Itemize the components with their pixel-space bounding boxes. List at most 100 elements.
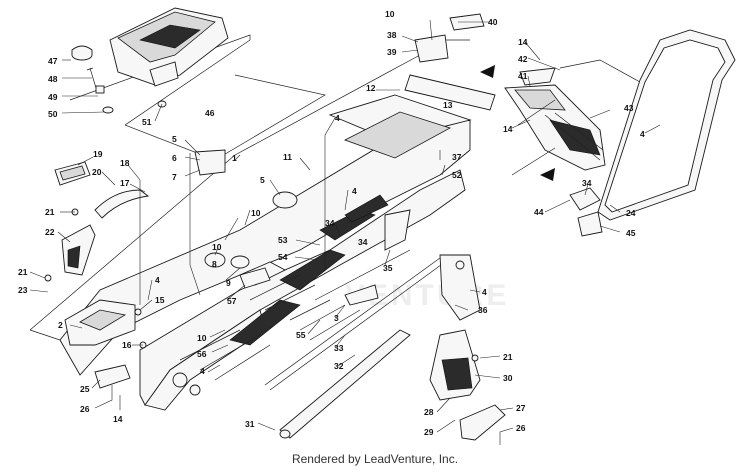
rod-part-32[interactable] (264, 257, 441, 386)
callout-51[interactable]: 51 (142, 117, 152, 127)
callout-43[interactable]: 43 (624, 103, 634, 113)
callout-41[interactable]: 41 (518, 71, 528, 81)
footrest-part-19[interactable] (54, 161, 91, 186)
callout-11[interactable]: 11 (283, 152, 292, 162)
callout-13[interactable]: 13 (443, 100, 453, 110)
callout-55[interactable]: 55 (296, 330, 306, 340)
callout-5[interactable]: 5 (260, 175, 265, 185)
callout-30[interactable]: 30 (503, 373, 513, 383)
callout-7[interactable]: 7 (172, 172, 177, 182)
rivet-part-15[interactable] (134, 308, 142, 316)
callout-44[interactable]: 44 (534, 207, 544, 217)
rivet-part-21c[interactable] (471, 354, 479, 362)
callout-26[interactable]: 26 (516, 423, 526, 433)
callout-27[interactable]: 27 (516, 403, 526, 413)
callout-40[interactable]: 40 (488, 17, 498, 27)
callout-52[interactable]: 52 (452, 170, 462, 180)
bracket-part-22[interactable] (61, 224, 96, 276)
callout-36[interactable]: 36 (478, 305, 488, 315)
callout-26[interactable]: 26 (80, 404, 90, 414)
callout-1[interactable]: 1 (232, 153, 237, 163)
callout-46[interactable]: 46 (205, 108, 215, 118)
callout-28[interactable]: 28 (424, 407, 434, 417)
nut-part-49[interactable] (95, 85, 105, 94)
bolt-part-14[interactable] (517, 99, 556, 126)
plate-part-34[interactable] (569, 187, 601, 211)
callout-15[interactable]: 15 (155, 295, 165, 305)
washer-part-50[interactable] (102, 106, 114, 114)
rail-part-31[interactable] (279, 329, 411, 439)
callout-34[interactable]: 34 (582, 178, 592, 188)
plate-part-8[interactable] (204, 252, 226, 268)
callout-37[interactable]: 37 (452, 152, 462, 162)
plate-part-45[interactable] (577, 211, 603, 237)
callout-34[interactable]: 34 (325, 218, 335, 228)
brace-part-13[interactable] (404, 74, 496, 111)
callout-38[interactable]: 38 (387, 30, 397, 40)
callout-50[interactable]: 50 (48, 109, 58, 119)
callout-10[interactable]: 10 (251, 208, 261, 218)
bracket-part-6[interactable] (194, 149, 226, 176)
plate-part-9[interactable] (230, 255, 250, 269)
callout-57[interactable]: 57 (227, 296, 237, 306)
callout-33[interactable]: 33 (334, 343, 344, 353)
callout-4[interactable]: 4 (335, 113, 340, 123)
runningboard-part-28[interactable] (429, 329, 481, 401)
callout-4[interactable]: 4 (640, 129, 645, 139)
callout-49[interactable]: 49 (48, 92, 58, 102)
callout-16[interactable]: 16 (122, 340, 132, 350)
callout-31[interactable]: 31 (245, 419, 255, 429)
callout-53[interactable]: 53 (278, 235, 288, 245)
trim-part-35[interactable] (384, 209, 411, 251)
callout-18[interactable]: 18 (120, 158, 130, 168)
callout-14[interactable]: 14 (113, 414, 123, 424)
callout-47[interactable]: 47 (48, 56, 58, 66)
bracket-part-27[interactable] (459, 404, 506, 441)
bolt-part-48[interactable] (86, 67, 97, 89)
callout-25[interactable]: 25 (80, 384, 90, 394)
callout-48[interactable]: 48 (48, 74, 58, 84)
tube-part-17[interactable] (94, 189, 150, 219)
callout-45[interactable]: 45 (626, 228, 636, 238)
bracket-part-3[interactable] (344, 284, 379, 306)
callout-14[interactable]: 14 (518, 37, 528, 47)
callout-22[interactable]: 22 (45, 227, 55, 237)
callout-8[interactable]: 8 (212, 259, 217, 269)
callout-6[interactable]: 6 (172, 153, 177, 163)
bracket-part-39[interactable] (414, 34, 449, 63)
rod-part-33[interactable] (269, 261, 446, 391)
callout-34[interactable]: 34 (358, 237, 368, 247)
callout-12[interactable]: 12 (366, 83, 376, 93)
callout-35[interactable]: 35 (383, 263, 393, 273)
callout-4[interactable]: 4 (200, 366, 205, 376)
callout-32[interactable]: 32 (334, 361, 344, 371)
callout-39[interactable]: 39 (387, 47, 397, 57)
rod-part-3[interactable] (314, 249, 411, 301)
callout-17[interactable]: 17 (120, 178, 130, 188)
cap-part-5[interactable] (272, 191, 298, 209)
callout-14[interactable]: 14 (503, 124, 513, 134)
callout-10[interactable]: 10 (197, 333, 207, 343)
callout-24[interactable]: 24 (626, 208, 636, 218)
callout-4[interactable]: 4 (155, 275, 160, 285)
rivet-part-21b[interactable] (44, 274, 52, 282)
callout-2[interactable]: 2 (58, 320, 63, 330)
callout-21[interactable]: 21 (45, 207, 55, 217)
tunnel-frame-part[interactable] (59, 94, 472, 411)
callout-10[interactable]: 10 (385, 9, 395, 19)
callout-21[interactable]: 21 (503, 352, 513, 362)
flap-part-43[interactable] (504, 84, 606, 171)
trim-part-25[interactable] (94, 364, 131, 389)
bracket-part-57[interactable] (239, 267, 271, 289)
callout-4[interactable]: 4 (352, 186, 357, 196)
callout-54[interactable]: 54 (278, 252, 288, 262)
callout-3[interactable]: 3 (334, 313, 339, 323)
bolt-part-14b[interactable] (511, 147, 556, 176)
callout-19[interactable]: 19 (93, 149, 103, 159)
bracket-part-36[interactable] (439, 254, 481, 321)
callout-29[interactable]: 29 (424, 427, 434, 437)
callout-21[interactable]: 21 (18, 267, 28, 277)
callout-42[interactable]: 42 (518, 54, 528, 64)
rear-bumper-part-24[interactable] (597, 29, 736, 221)
callout-5[interactable]: 5 (172, 134, 177, 144)
